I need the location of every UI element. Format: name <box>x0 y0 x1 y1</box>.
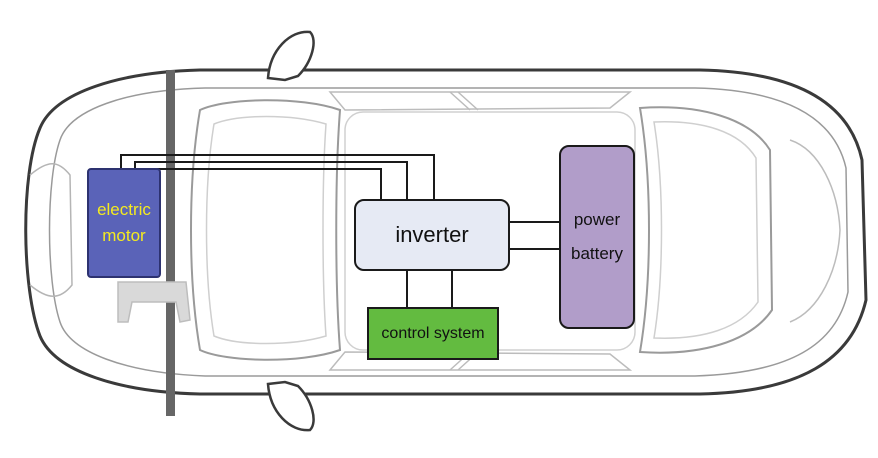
car-inner-line <box>48 87 849 377</box>
hood-line <box>29 163 73 297</box>
inverter-label: inverter <box>395 222 469 247</box>
mirror-top <box>266 30 315 82</box>
windshield <box>190 99 342 361</box>
rear-end <box>789 139 841 323</box>
windshield-inner <box>205 115 327 345</box>
wires-inverter-control <box>406 271 453 307</box>
rear-window-inner <box>653 121 759 339</box>
side-window-top <box>328 91 633 111</box>
rear-window <box>638 106 774 354</box>
control-system-box: control system <box>367 307 499 360</box>
front-axle <box>166 70 175 416</box>
gearbox <box>117 281 191 323</box>
control-label: control system <box>381 324 485 342</box>
side-window-bottom <box>328 351 633 371</box>
motor-label-line2: motor <box>102 226 146 245</box>
power-battery-box: power battery <box>559 145 635 329</box>
inverter-box: inverter <box>354 199 510 271</box>
motor-label-line1: electric <box>97 200 151 219</box>
electric-motor-box: electric motor <box>87 168 161 278</box>
wires-inverter-battery <box>510 221 559 250</box>
battery-label-line2: battery <box>571 244 623 263</box>
battery-label-line1: power <box>573 210 621 229</box>
mirror-bottom <box>266 380 315 432</box>
